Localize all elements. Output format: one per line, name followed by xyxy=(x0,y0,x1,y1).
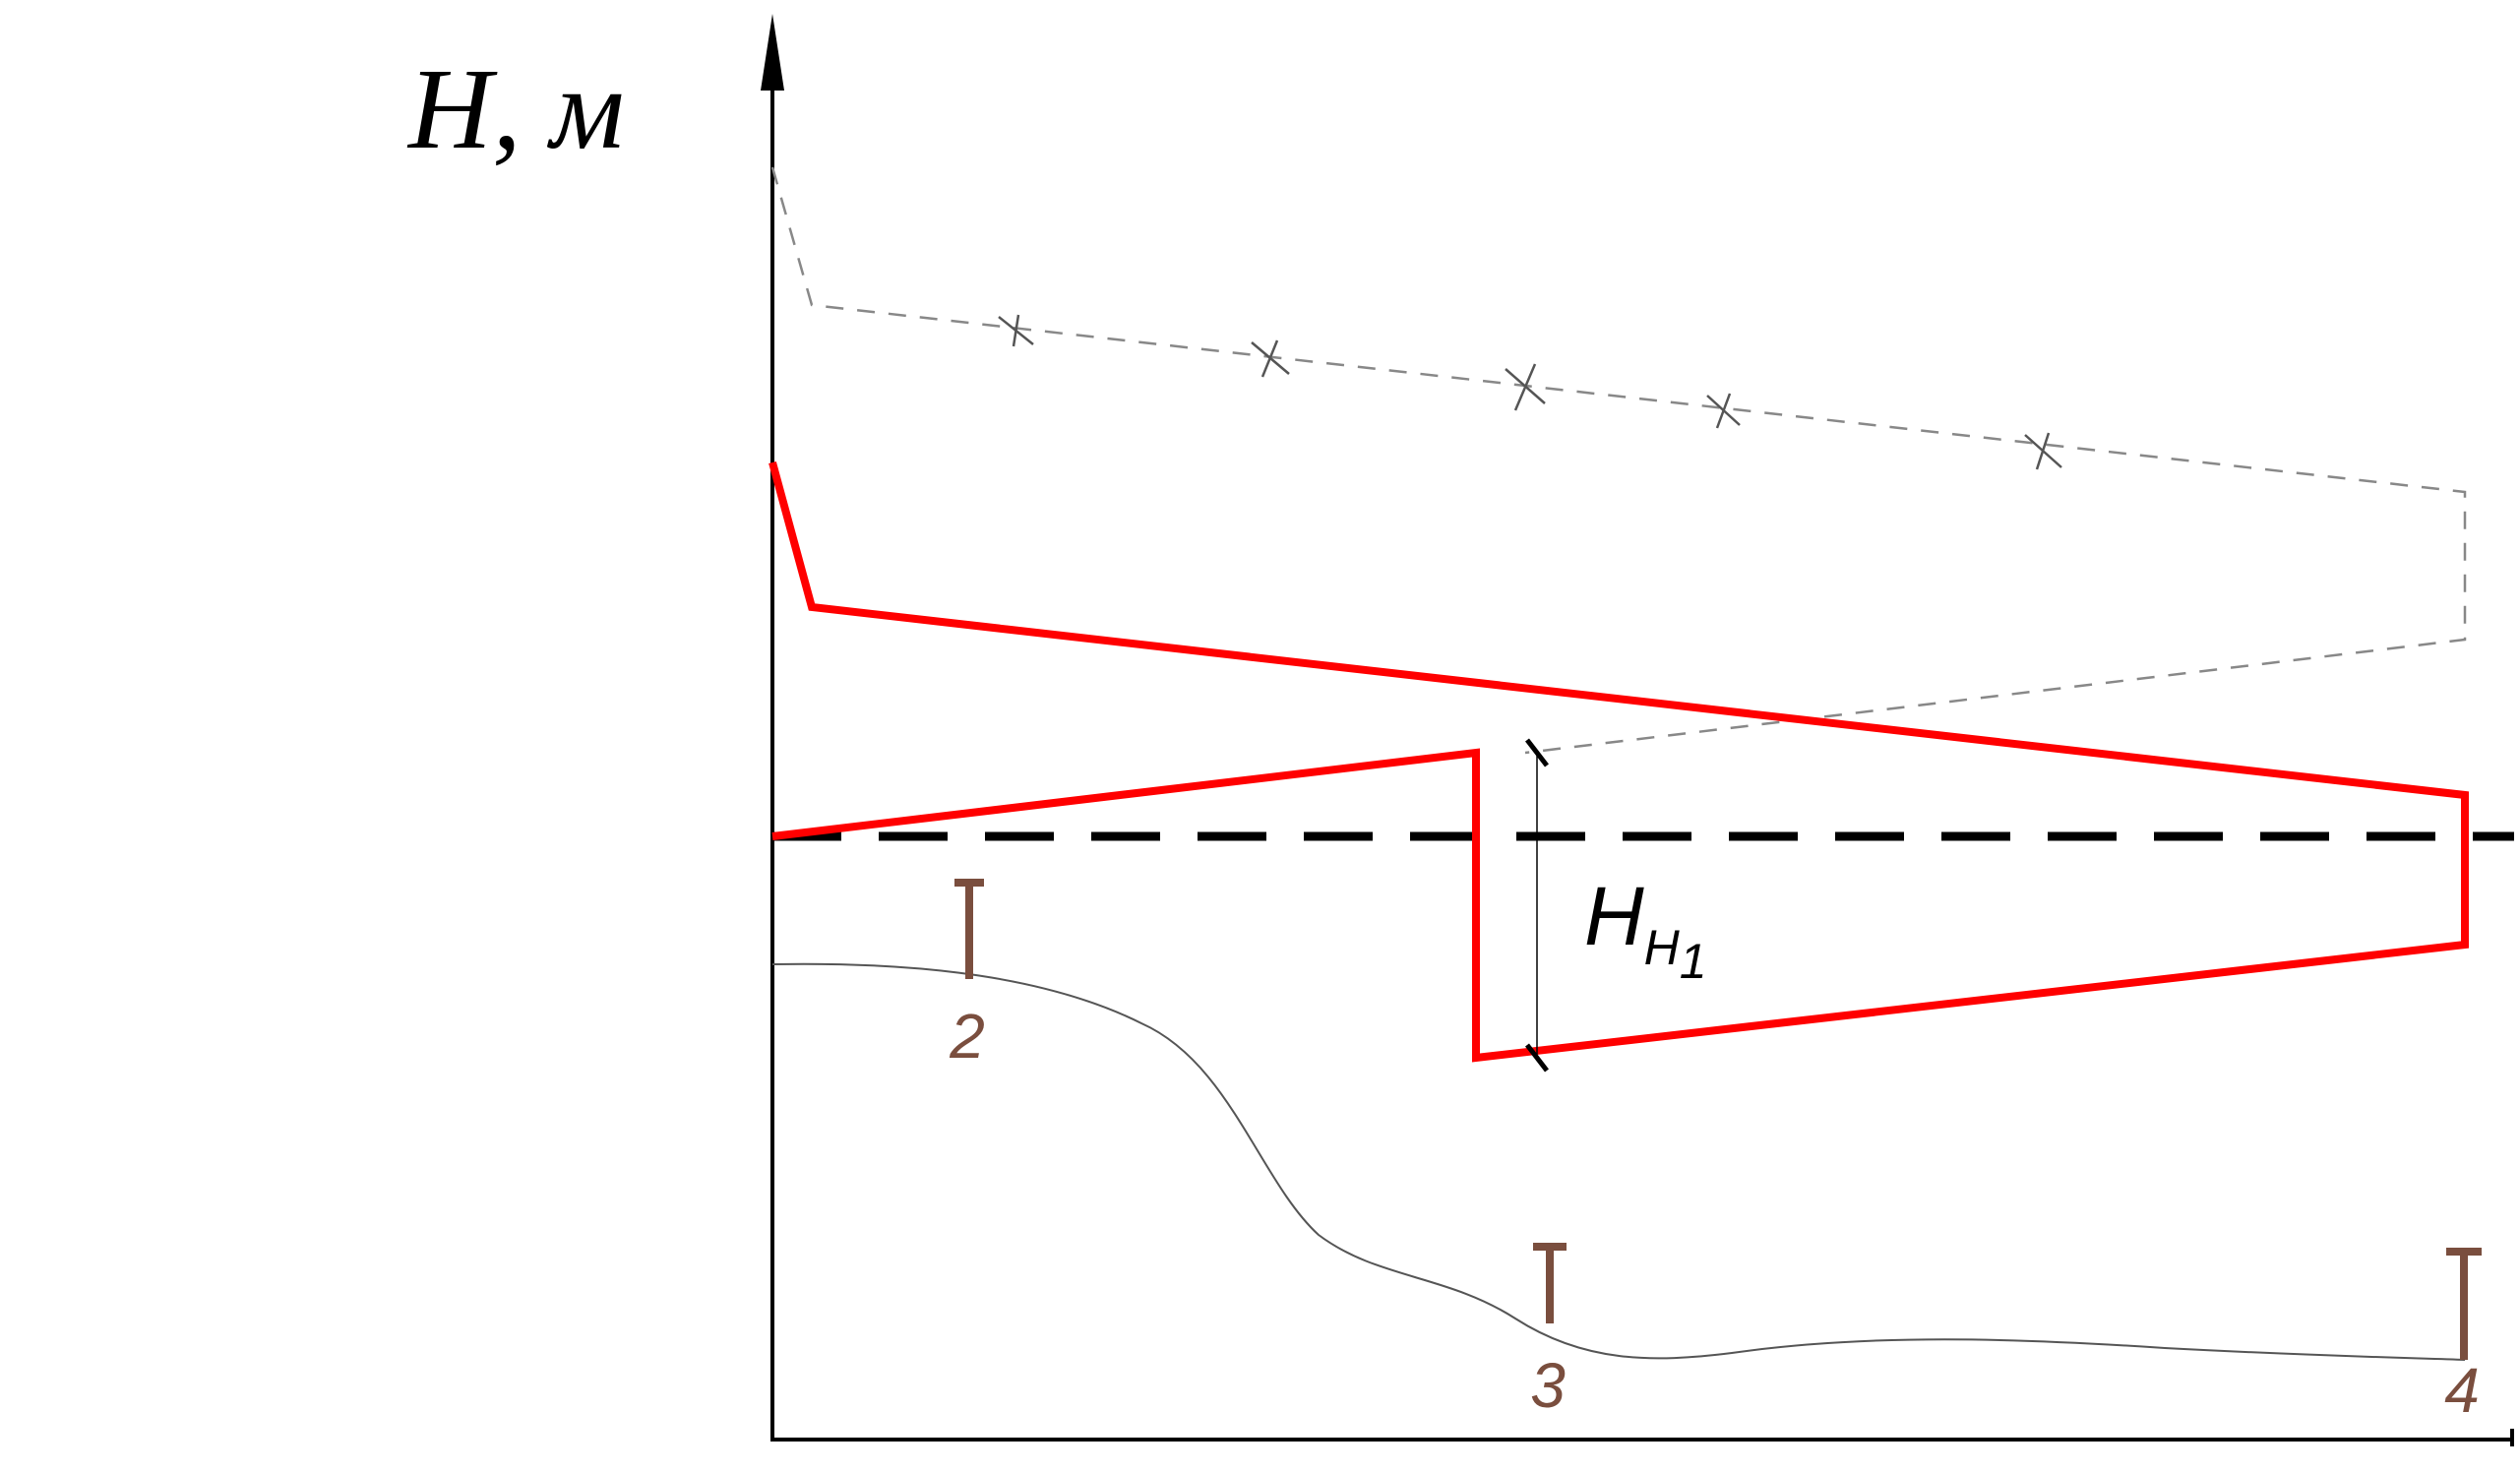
well-2 xyxy=(954,879,984,979)
dimension-tick-bottom xyxy=(1525,1043,1549,1073)
well-label: 3 xyxy=(1530,1350,1566,1421)
profile-cross-markers xyxy=(998,314,2062,470)
dashed-profile-line xyxy=(770,166,2467,755)
cross-marker xyxy=(998,314,1034,347)
cross-marker xyxy=(2024,432,2062,470)
head-label: HН1 xyxy=(1584,870,1707,989)
dimension-tick-top xyxy=(1525,738,1549,767)
head-label-symbol: H xyxy=(1584,870,1644,962)
y-axis-arrow-icon xyxy=(761,14,784,91)
head-pressure-line xyxy=(768,460,2469,1063)
well-3 xyxy=(1533,1243,1567,1323)
cross-marker xyxy=(1505,363,1546,411)
head-label-subsubscript: 1 xyxy=(1680,934,1707,989)
terrain-surface-curve xyxy=(771,962,2466,1361)
well-label: 4 xyxy=(2444,1355,2480,1426)
head-label-subscript: Н xyxy=(1644,920,1681,975)
well-4 xyxy=(2446,1248,2482,1360)
cross-marker xyxy=(1706,393,1741,429)
y-axis-title: H, м xyxy=(406,44,625,173)
cross-marker xyxy=(1251,339,1290,378)
well-label: 2 xyxy=(949,1001,985,1072)
